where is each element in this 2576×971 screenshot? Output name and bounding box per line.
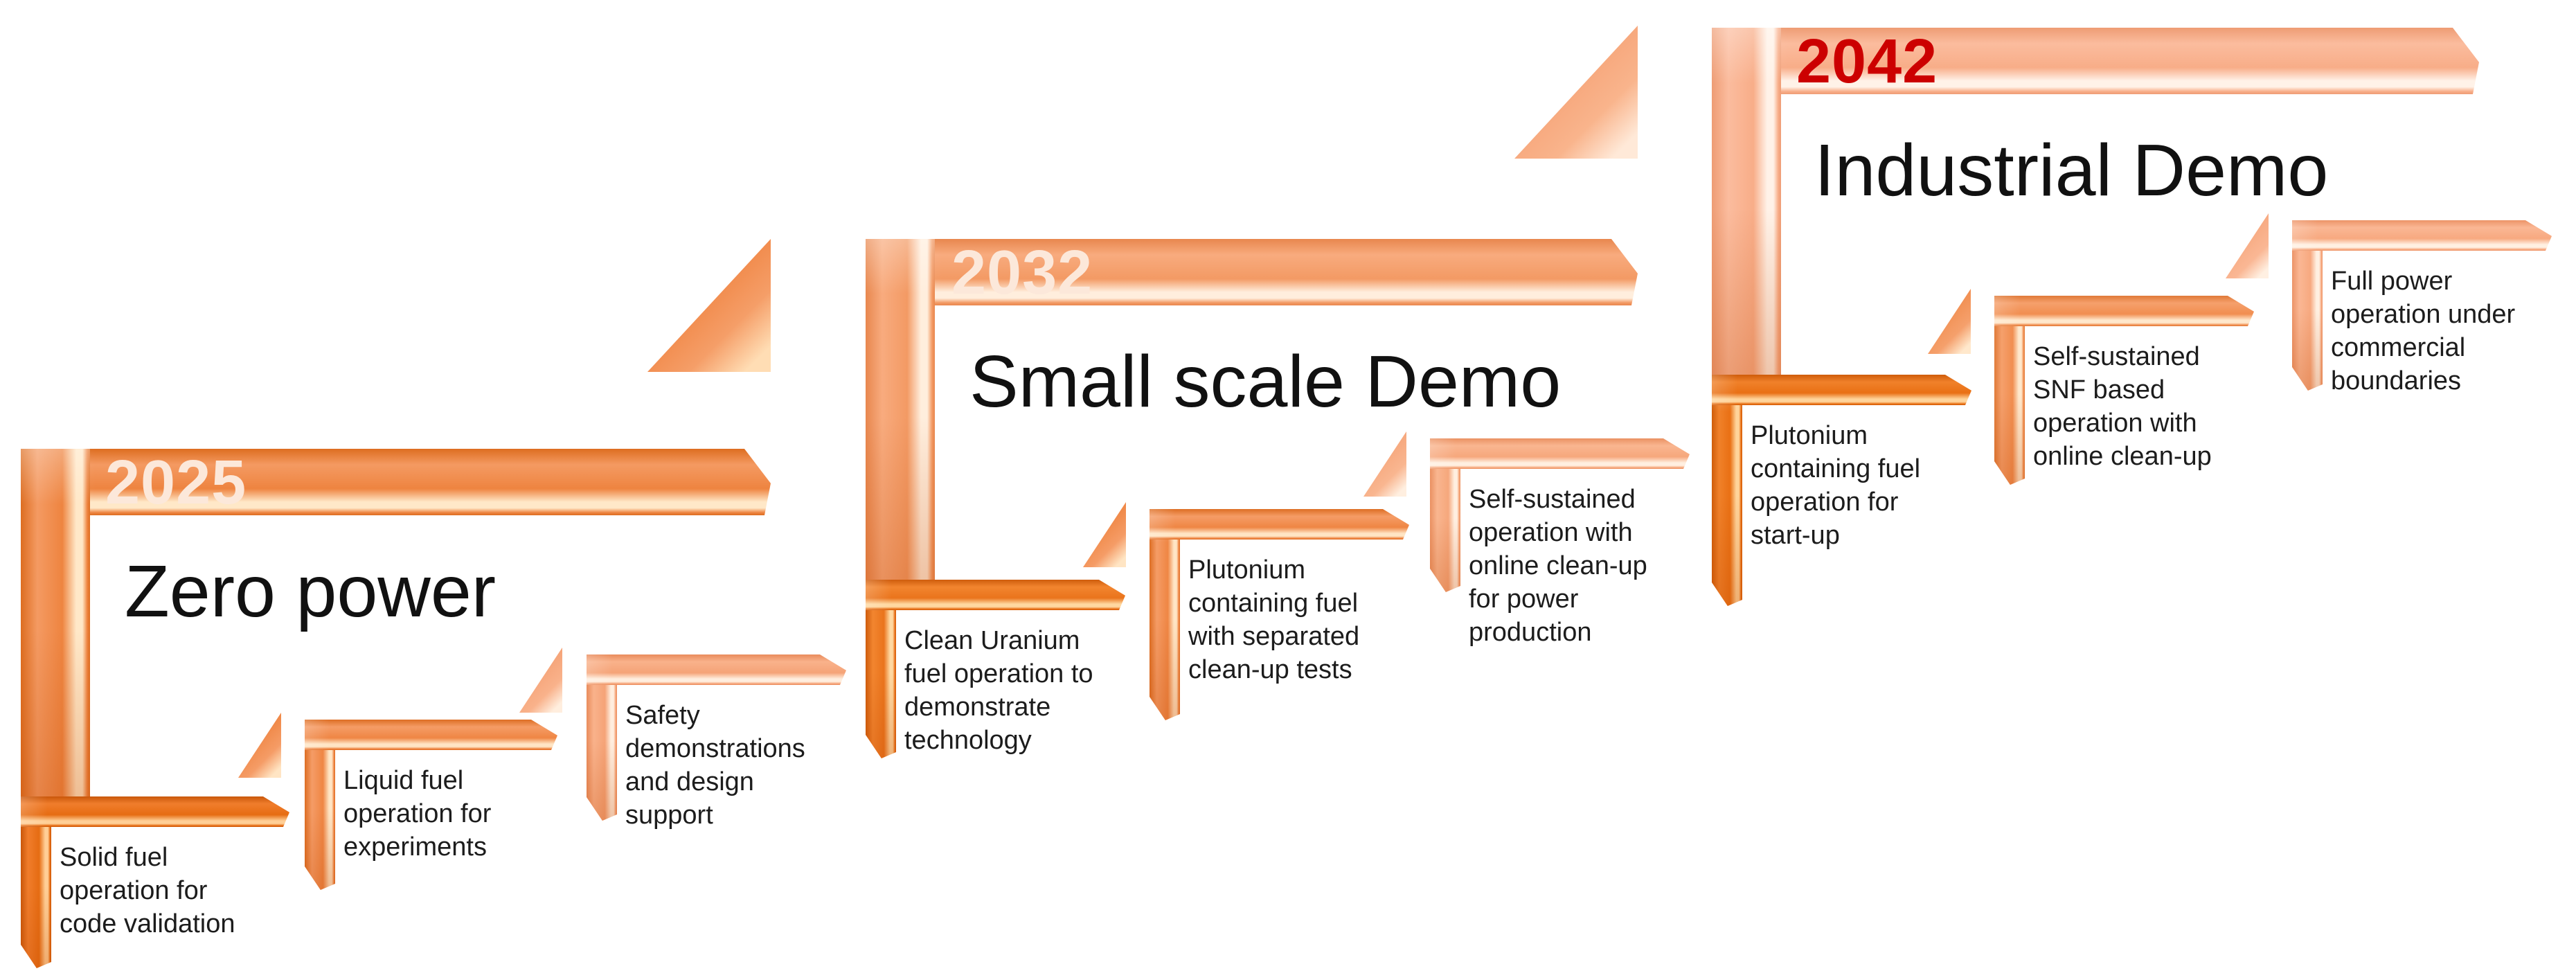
step-label: Plutonium containing fuel with separated… <box>1188 555 1360 684</box>
step-bracket-horizontal <box>1712 375 1971 405</box>
milestone-title-zero-power: Zero power <box>125 551 497 632</box>
step-bracket-horizontal <box>1994 296 2254 326</box>
step-bracket-horizontal <box>1430 438 1690 469</box>
step-label: Self-sustained SNF based operation with … <box>2033 342 2212 471</box>
milestone-2032-bar-horizontal <box>866 239 1638 305</box>
milestone-year-2042: 2042 <box>1796 27 1938 96</box>
step-bracket-vertical <box>1712 375 1742 606</box>
milestone-2042-bar-horizontal <box>1712 28 2479 94</box>
step-label: Solid fuel operation for code validation <box>60 843 235 938</box>
step-label: Plutonium containing fuel operation for … <box>1751 421 1921 550</box>
step-label: Liquid fuel operation for experiments <box>343 766 492 862</box>
step-arrow-triangle-icon <box>1928 289 1971 354</box>
step-bracket-horizontal <box>587 654 846 685</box>
step-bracket-horizontal <box>305 720 557 750</box>
milestone-year-2032: 2032 <box>951 238 1093 308</box>
step-bracket-horizontal <box>2292 220 2552 251</box>
milestone-2042-bar-vertical <box>1712 28 1781 376</box>
milestone-2025-bar-vertical <box>21 449 90 798</box>
step-bracket-vertical <box>1150 509 1180 720</box>
step-bracket-horizontal <box>1150 509 1409 540</box>
step-label: Safety demonstrations and design support <box>625 701 805 830</box>
milestone-2032-bar-vertical <box>866 239 935 581</box>
step-label: Full power operation under commercial bo… <box>2331 267 2516 395</box>
milestone-title-small-scale-demo: Small scale Demo <box>969 341 1562 422</box>
step-label: Self-sustained operation with online cle… <box>1469 485 1647 647</box>
step-bracket-vertical <box>1994 296 2025 485</box>
step-bracket-horizontal <box>21 796 289 827</box>
step-label: Clean Uranium fuel operation to demonstr… <box>904 626 1093 755</box>
milestone-year-2025: 2025 <box>105 448 247 517</box>
milestone-2025-bar-horizontal <box>21 449 771 515</box>
step-arrow-triangle-icon <box>2226 213 2269 278</box>
milestone-title-industrial-demo: Industrial Demo <box>1814 130 2329 211</box>
step-bracket-horizontal <box>866 580 1125 610</box>
